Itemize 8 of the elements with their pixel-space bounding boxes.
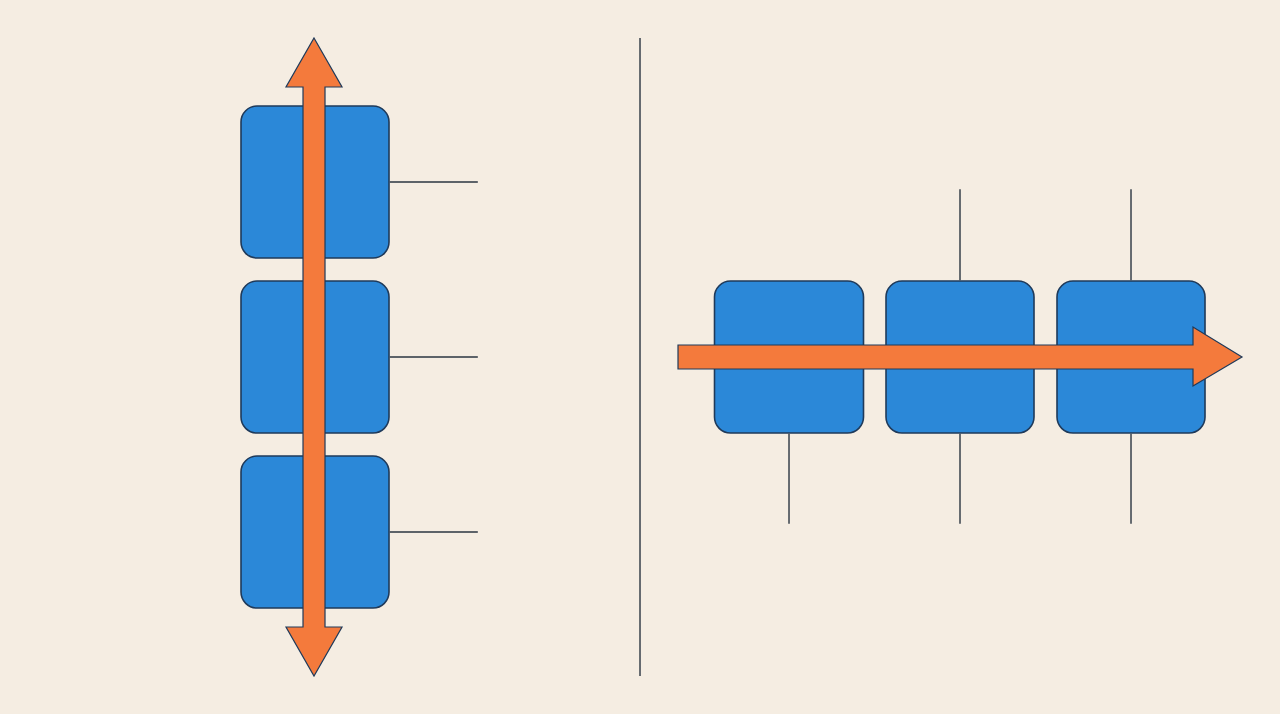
- leader-line: [389, 356, 479, 358]
- leader-line: [788, 433, 790, 525]
- leader-line: [389, 531, 479, 533]
- leader-line: [959, 188, 961, 281]
- leader-line: [1130, 188, 1132, 281]
- leader-line: [1130, 433, 1132, 525]
- leader-line: [389, 181, 479, 183]
- leader-line: [959, 433, 961, 525]
